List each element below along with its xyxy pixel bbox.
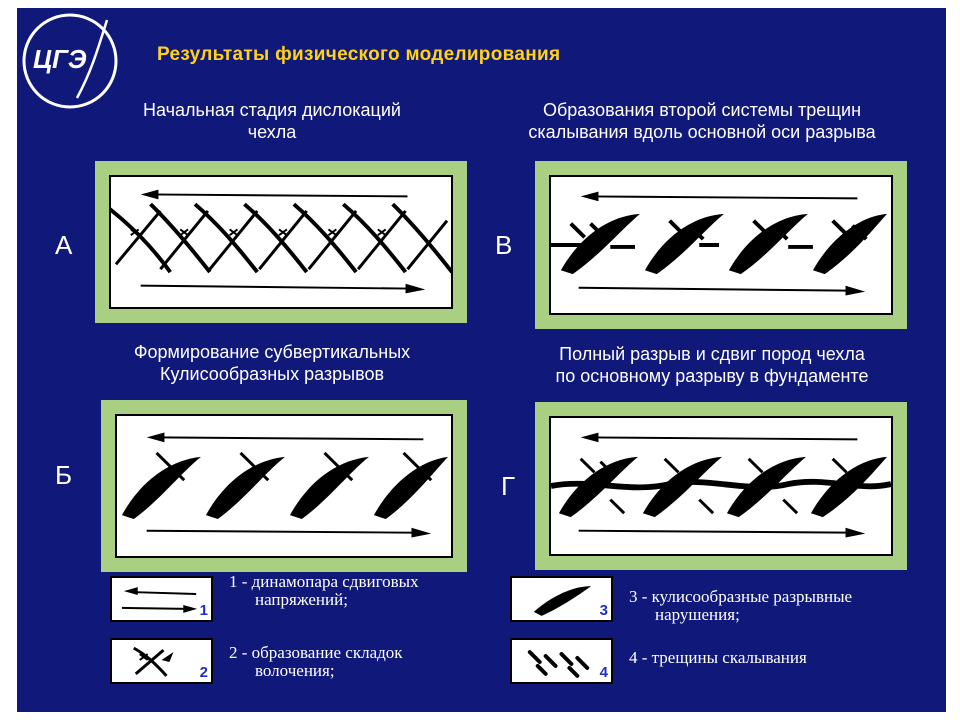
panel-a bbox=[95, 161, 467, 323]
panel-g-diagram bbox=[551, 432, 891, 538]
drag-fold-icon bbox=[133, 646, 174, 677]
legend-number-3: 3 bbox=[599, 602, 608, 619]
legend-icon-box-2: 2 bbox=[110, 638, 213, 684]
legend-number-1: 1 bbox=[199, 602, 208, 619]
panel-g bbox=[535, 402, 907, 570]
panel-letter-a: А bbox=[55, 230, 73, 260]
slide: ЦГЭ Результаты физического моделирования… bbox=[17, 8, 946, 712]
slide-title: Результаты физического моделирования bbox=[157, 44, 561, 65]
legend-item-2: 2 - образование складок волочения; bbox=[229, 643, 403, 680]
logo-text: ЦГЭ bbox=[33, 44, 87, 74]
panel-letter-g: Г bbox=[501, 471, 516, 501]
legend-item-4: 4 - трещины скалывания bbox=[629, 648, 807, 667]
caption-b: Формирование субвертикальных Кулисообраз… bbox=[133, 342, 411, 384]
panel-letter-b: Б bbox=[55, 460, 73, 490]
legend-number-4: 4 bbox=[599, 664, 608, 681]
panel-b-diagram bbox=[121, 432, 449, 538]
legend-icon-box-4: 4 bbox=[510, 638, 613, 684]
legend-icon-box-1: 1 bbox=[110, 576, 213, 622]
panel-b bbox=[101, 400, 467, 572]
caption-g: Полный разрыв и сдвиг пород чехла по осн… bbox=[555, 344, 869, 386]
shear-couple-icon bbox=[121, 587, 198, 613]
legend-item-1: 1 - динамопара сдвиговых напряжений; bbox=[229, 572, 419, 609]
cge-logo-icon: ЦГЭ bbox=[22, 13, 118, 109]
legend-icon-box-3: 3 bbox=[510, 576, 613, 622]
legend-number-2: 2 bbox=[199, 664, 208, 681]
panel-v bbox=[535, 161, 907, 329]
en-echelon-fault-icon bbox=[533, 586, 592, 616]
panel-v-diagram bbox=[551, 191, 888, 296]
panel-a-diagram bbox=[111, 189, 451, 294]
shear-fracture-icon bbox=[527, 650, 590, 678]
panel-letter-v: В bbox=[495, 230, 513, 260]
caption-v: Образования второй системы трещин скалыв… bbox=[528, 100, 876, 142]
caption-a: Начальная стадия дислокаций чехла bbox=[143, 100, 401, 142]
legend-item-3: 3 - кулисообразные разрывные нарушения; bbox=[629, 587, 853, 624]
